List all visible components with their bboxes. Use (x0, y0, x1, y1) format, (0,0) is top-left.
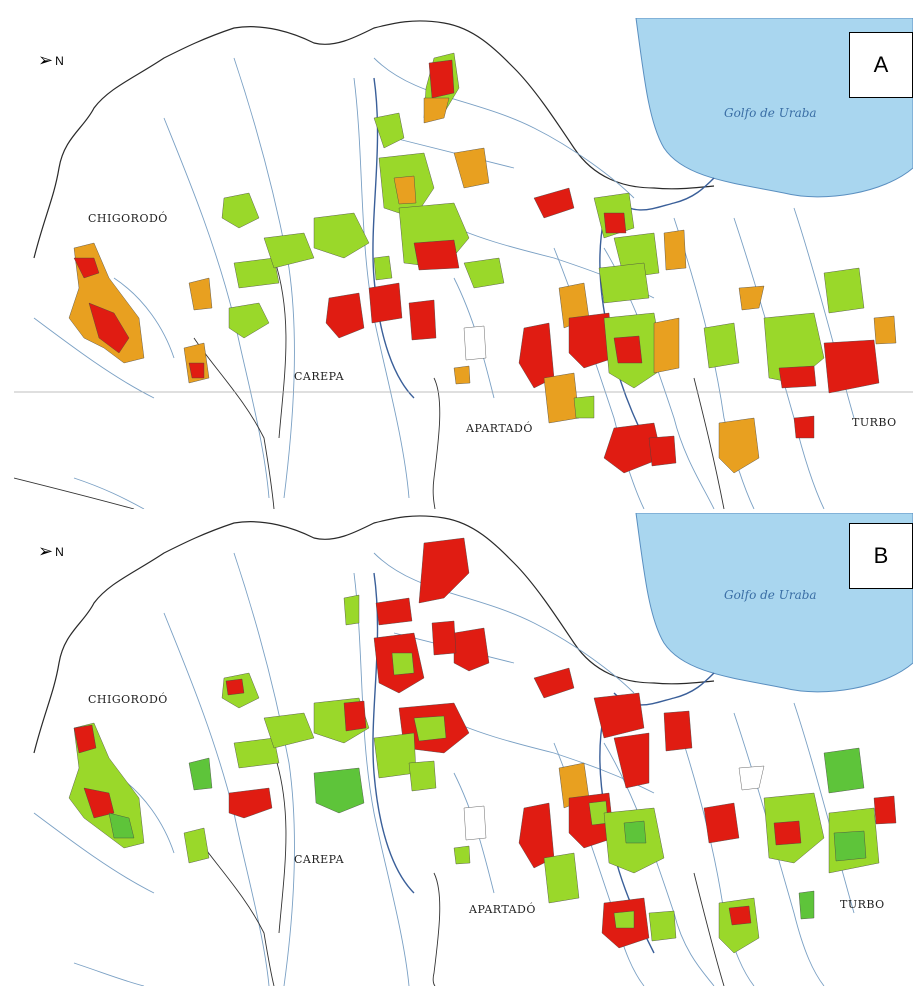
town-label-turbo: TURBO (852, 416, 897, 429)
region-boundary (33, 515, 715, 754)
town-label-chigorodo: CHIGORODÓ (88, 212, 168, 225)
gulf-sea (635, 18, 913, 198)
region-boundary (33, 20, 715, 259)
gulf-sea (635, 513, 913, 693)
map-b-svg (33, 513, 913, 986)
north-arrow: ➢ N (38, 50, 64, 71)
municipal-borders (193, 752, 725, 986)
map-panel-a: ➢ N A Golfo de Uraba CHIGORODÓ CAREPA AP… (14, 18, 913, 509)
panel-label-a: A (849, 32, 913, 98)
north-arrow: ➢ N (38, 541, 64, 562)
north-arrow-icon: ➢ (38, 50, 54, 70)
north-symbol: N (55, 544, 64, 559)
town-label-carepa: CAREPA (294, 853, 345, 866)
panel-label-b: B (849, 523, 913, 589)
parcels (68, 52, 897, 474)
rivers (33, 57, 855, 509)
town-label-chigorodo: CHIGORODÓ (88, 693, 168, 706)
gulf-label: Golfo de Uraba (724, 106, 817, 120)
map-a-svg (14, 18, 913, 509)
town-label-apartado: APARTADÓ (469, 903, 536, 916)
town-label-turbo: TURBO (840, 898, 885, 911)
map-panel-b: ➢ N B Golfo de Uraba CHIGORODÓ CAREPA AP… (14, 513, 913, 986)
town-label-carepa: CAREPA (294, 370, 345, 383)
town-label-apartado: APARTADÓ (466, 422, 533, 435)
parcels (68, 537, 897, 954)
municipal-borders (14, 257, 725, 509)
north-arrow-icon: ➢ (38, 541, 54, 561)
north-symbol: N (55, 53, 64, 68)
gulf-label: Golfo de Uraba (724, 588, 817, 602)
